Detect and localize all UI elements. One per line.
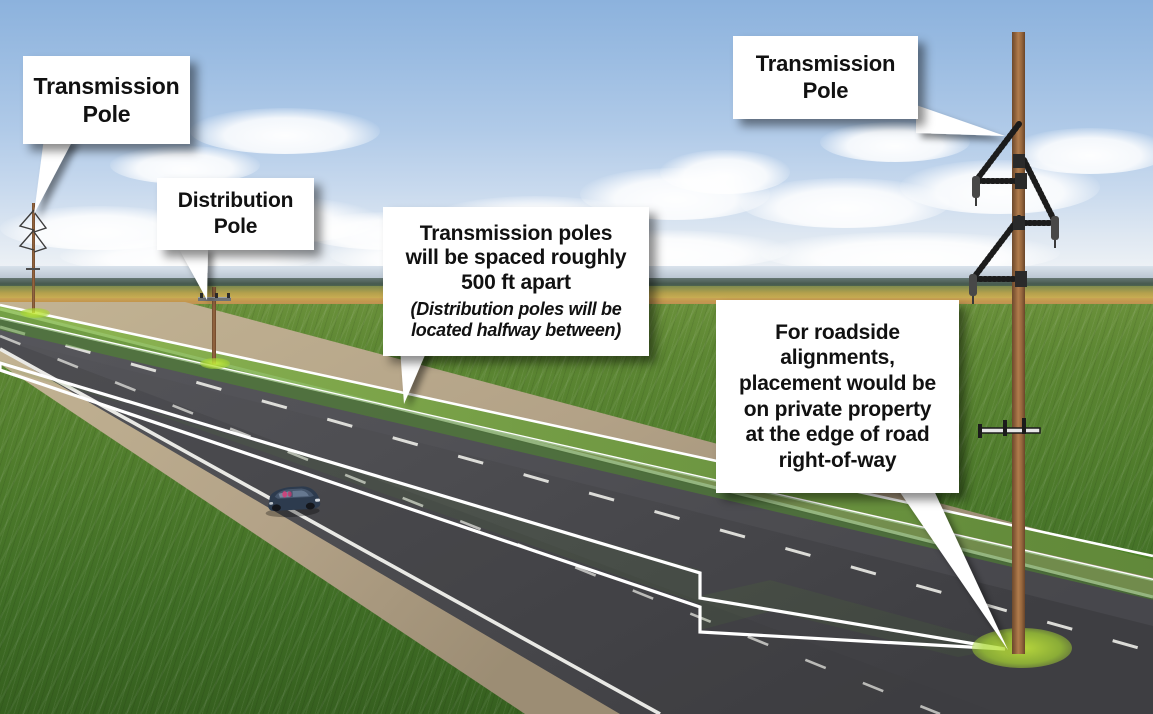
distribution-pole-shaft (212, 287, 216, 364)
transmission-pole-left-crossarm (26, 268, 40, 270)
callout-line: Distribution (177, 189, 294, 213)
placement-arrow (0, 360, 1006, 657)
right-of-way-band (0, 305, 1153, 578)
callout-tail-transmission-pole-left (34, 138, 74, 214)
road-lane-dashed-line (0, 334, 941, 714)
transmission-pole-left-shaft (32, 203, 35, 313)
callout-line: For roadside (775, 320, 900, 344)
road-edge-line-lower (0, 347, 661, 714)
distribution-pole-base-highlight (200, 358, 230, 369)
callout-roadside-alignment[interactable]: For roadside alignments, placement would… (716, 300, 959, 493)
callout-line: 500 ft apart (461, 271, 571, 295)
car (265, 486, 321, 518)
callout-line: placement would be (738, 371, 937, 395)
callout-line: Pole (213, 215, 258, 238)
callout-line: right-of-way (778, 448, 897, 472)
callout-tail-distribution-pole (178, 247, 208, 300)
row-line-top (0, 303, 1153, 558)
callout-line: will be spaced roughly (405, 246, 627, 270)
callout-line: alignments, (780, 346, 895, 370)
callout-distribution-pole[interactable]: Distribution Pole (157, 178, 314, 250)
callout-line: Pole (82, 101, 131, 127)
road-shoulder-lower (0, 350, 620, 714)
distribution-pole-insulator-left (200, 293, 203, 298)
callout-transmission-pole-left[interactable]: Transmission Pole (23, 56, 190, 144)
callout-line: at the edge of road (745, 423, 930, 447)
callout-line: Transmission poles (419, 221, 613, 245)
callout-line: Pole (802, 77, 849, 103)
callout-note-line: located halfway between) (411, 320, 621, 341)
verge-grass (0, 318, 1153, 600)
callout-tail-transmission-pole-right (916, 105, 1005, 136)
transmission-pole-left-base-highlight (20, 308, 50, 318)
callout-transmission-pole-right[interactable]: Transmission Pole (733, 36, 918, 119)
callout-line: Transmission (33, 72, 180, 99)
insulator-bracket (1015, 271, 1027, 287)
callout-note-line: (Distribution poles will be (410, 298, 622, 319)
callout-pole-spacing[interactable]: Transmission poles will be spaced roughl… (383, 207, 649, 356)
callout-tail-roadside-alignment (893, 482, 1008, 650)
transmission-pole-lower-crossarm (978, 418, 1041, 438)
callout-line: Transmission (755, 50, 896, 76)
road-surface (0, 308, 1153, 714)
callout-line: on private property (743, 397, 932, 421)
distribution-pole-crossarm (198, 297, 231, 301)
distribution-pole-insulator-right (227, 293, 230, 298)
conductor-clamp (969, 274, 977, 296)
insulator-bracket (1013, 216, 1025, 230)
callout-tail-pole-spacing (400, 348, 428, 404)
distribution-pole-insulator-mid (215, 293, 218, 298)
